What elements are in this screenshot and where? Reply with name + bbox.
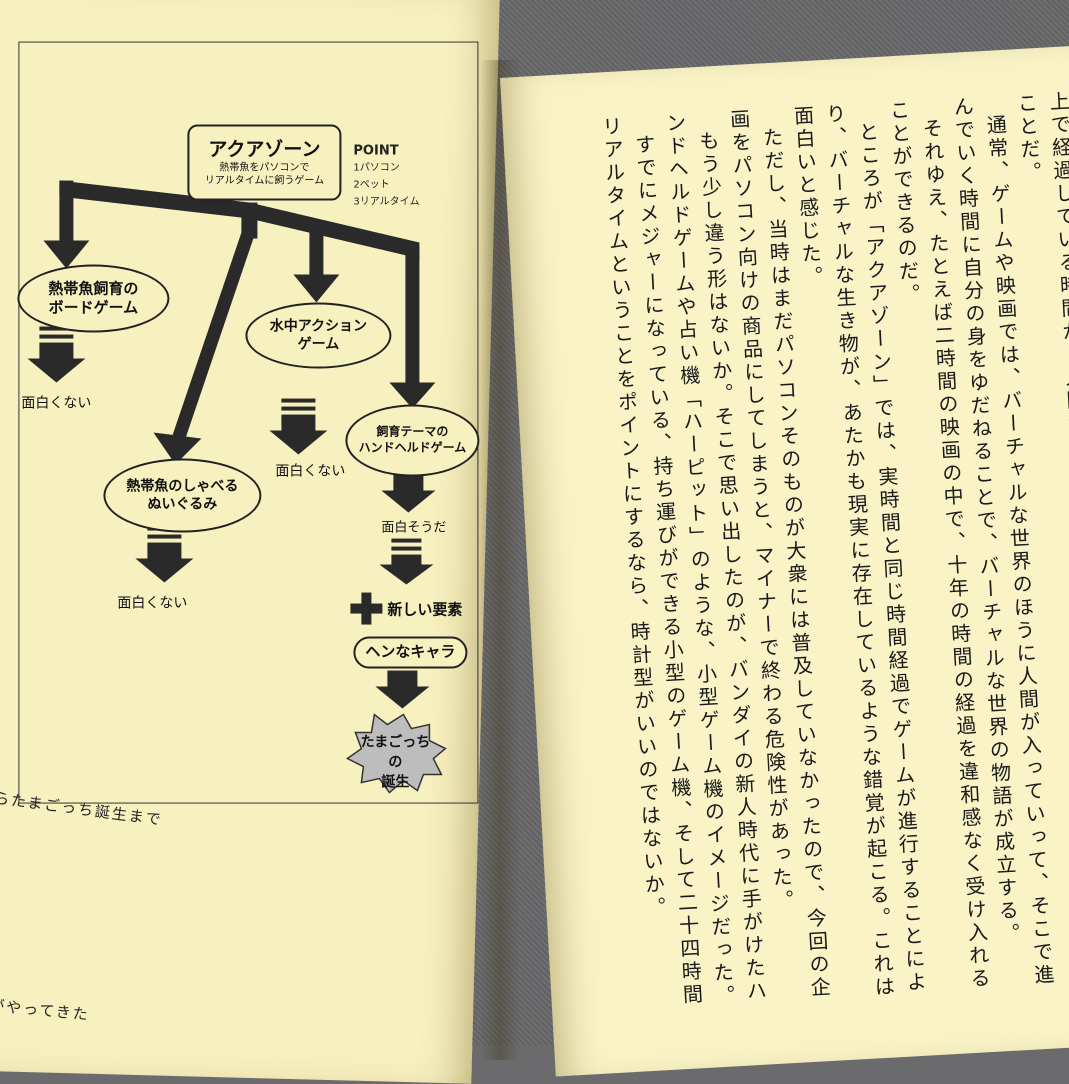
node-board-game: 熱帯魚飼育の ボードゲーム bbox=[17, 264, 170, 333]
root-subtitle-2: リアルタイムに飼うゲーム bbox=[204, 175, 325, 187]
plush-line1: 熱帯魚のしゃべる bbox=[126, 478, 239, 495]
left-page: アクアゾーン 熱帯魚をパソコンで リアルタイムに飼うゲーム POINT 1パソコ… bbox=[0, 0, 500, 1084]
point-list: POINT 1パソコン 2ペット 3リアルタイム bbox=[353, 143, 419, 211]
underwater-line1: 水中アクション bbox=[269, 318, 368, 335]
point-item: 2ペット bbox=[353, 179, 390, 191]
birth-label: たまごっちの 誕生 bbox=[355, 733, 435, 793]
birth-line1: たまごっちの bbox=[360, 734, 431, 771]
handheld-line2: ハンドヘルドゲーム bbox=[358, 440, 467, 455]
new-element-label: 新しい要素 bbox=[387, 600, 463, 619]
flowchart-diagram: アクアゾーン 熱帯魚をパソコンで リアルタイムに飼うゲーム POINT 1パソコ… bbox=[17, 41, 480, 804]
right-page: ただ、この「アクアゾーン」で興味深かった点が一つある。それは「アクアゾーン」上で… bbox=[500, 42, 1069, 1077]
underwater-line2: ゲーム bbox=[297, 336, 340, 353]
node-handheld-game: 飼育テーマの ハンドヘルドゲーム bbox=[345, 404, 480, 477]
handheld-result: 面白そうだ bbox=[381, 520, 447, 536]
board-line2: ボードゲーム bbox=[48, 298, 139, 317]
point-item: 3リアルタイム bbox=[353, 196, 420, 208]
node-underwater-action: 水中アクション ゲーム bbox=[245, 302, 392, 369]
underwater-result: 面白くない bbox=[275, 463, 346, 480]
weird-character-label: ヘンなキャラ bbox=[365, 642, 456, 661]
node-talking-plush: 熱帯魚のしゃべる ぬいぐるみ bbox=[103, 458, 262, 533]
root-node-aquazone: アクアゾーン 熱帯魚をパソコンで リアルタイムに飼うゲーム bbox=[187, 124, 342, 201]
diagram-arrows bbox=[27, 180, 447, 794]
root-title: アクアゾーン bbox=[208, 138, 321, 161]
handheld-line1: 飼育テーマの bbox=[376, 424, 449, 439]
node-weird-character: ヘンなキャラ bbox=[353, 636, 468, 669]
starburst-shape bbox=[345, 713, 447, 794]
root-subtitle-1: 熱帯魚をパソコンで bbox=[219, 162, 310, 174]
board-result: 面白くない bbox=[21, 395, 92, 412]
birth-line2: 誕生 bbox=[381, 774, 410, 791]
plush-line2: ぬいぐるみ bbox=[147, 496, 218, 513]
board-line1: 熱帯魚飼育の bbox=[48, 279, 139, 298]
chapter-footer: ちがやってきた bbox=[0, 994, 91, 1024]
point-item: 1パソコン bbox=[353, 162, 400, 174]
point-heading: POINT bbox=[353, 143, 399, 159]
plush-result: 面白くない bbox=[117, 595, 188, 612]
vertical-body-text: ただ、この「アクアゾーン」で興味深かった点が一つある。それは「アクアゾーン」上で… bbox=[594, 88, 1069, 1015]
